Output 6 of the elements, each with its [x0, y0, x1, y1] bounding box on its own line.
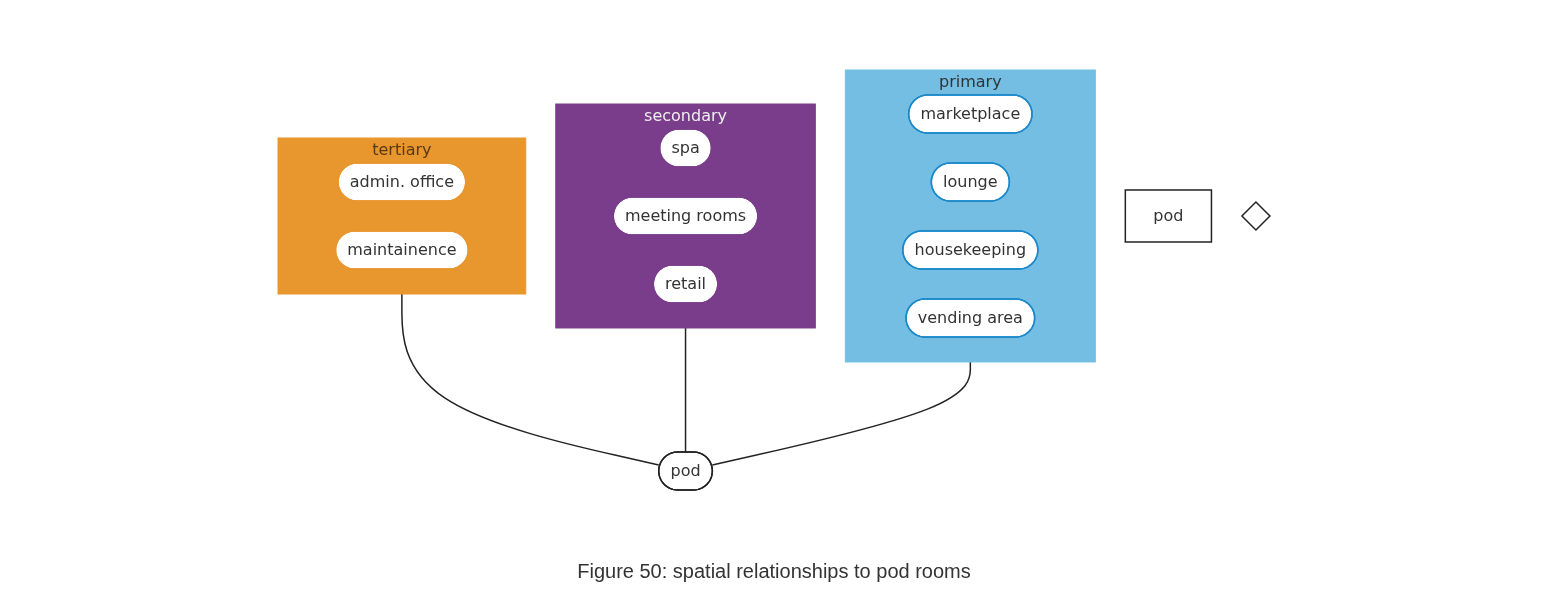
connector [684, 327, 687, 453]
connector [711, 361, 972, 466]
connector [401, 293, 660, 466]
node-diamond [1240, 200, 1271, 232]
figure-caption: Figure 50: spatial relationships to pod rooms [577, 560, 971, 582]
node-box: pod [1124, 189, 1213, 243]
